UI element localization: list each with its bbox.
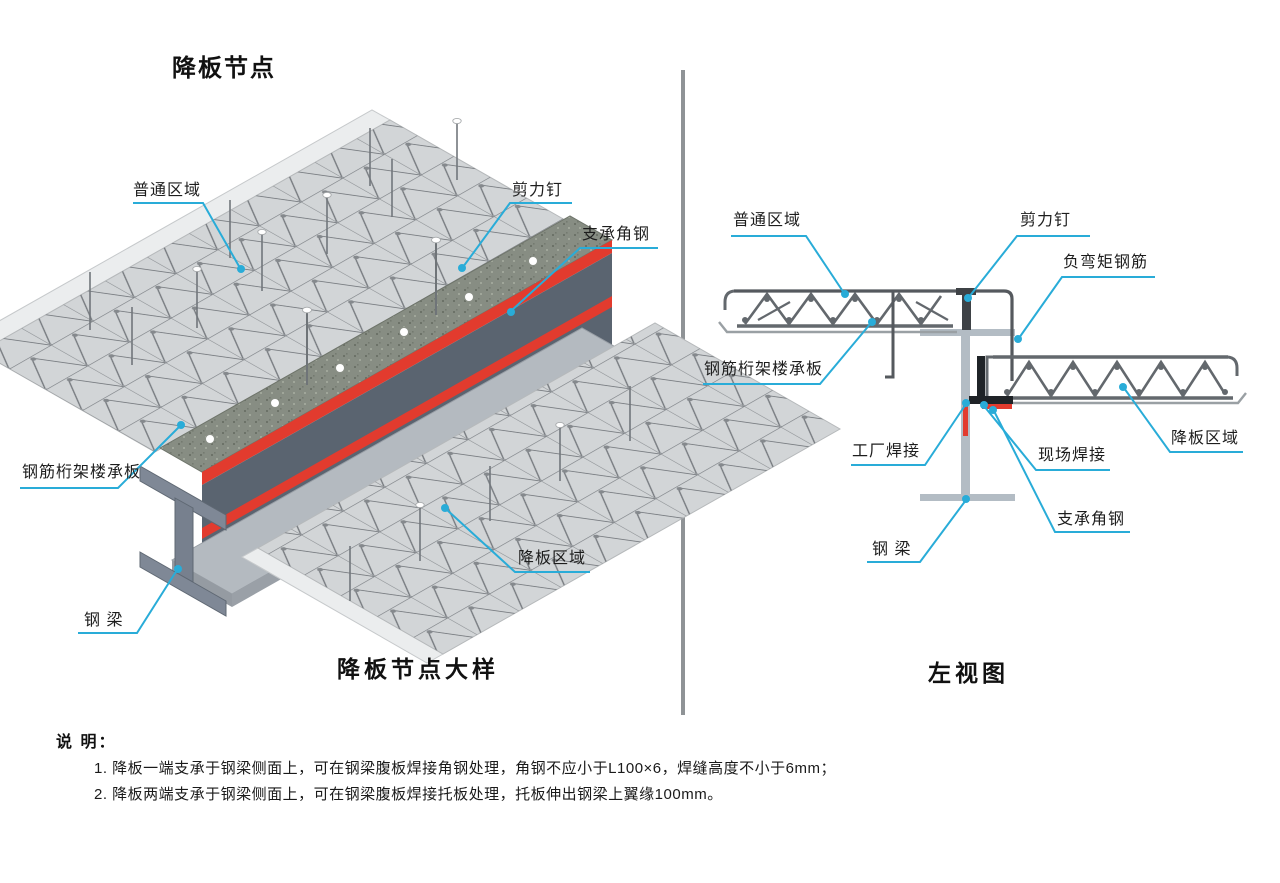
shear-stud — [956, 288, 976, 330]
rebar-posts-dropped — [349, 386, 631, 601]
label-shear-stud-left: 剪力钉 — [512, 182, 564, 199]
label-dropped-area-left: 降板区域 — [518, 550, 587, 567]
left-view-caption: 降板节点大样 — [337, 657, 499, 682]
red-bearing-strip-upper — [202, 240, 612, 485]
label-steel-beam-right: 钢 梁 — [872, 541, 912, 558]
label-steel-beam-left: 钢 梁 — [84, 612, 124, 629]
notes-heading: 说 明： — [56, 734, 117, 751]
leader-lines — [20, 202, 1243, 634]
label-normal-area-right: 普通区域 — [733, 212, 802, 229]
support-angle — [969, 356, 1013, 404]
label-normal-area-left: 普通区域 — [133, 182, 202, 199]
label-truss-deck-right: 钢筋桁架楼承板 — [704, 361, 824, 378]
label-site-weld-right: 现场焊接 — [1038, 447, 1107, 464]
leader-dots — [174, 264, 1127, 573]
red-bearing-strip-lower — [202, 296, 612, 539]
label-shear-stud-right: 剪力钉 — [1020, 212, 1072, 229]
label-dropped-area-right: 降板区域 — [1171, 430, 1240, 447]
upper-truss-deck — [0, 109, 567, 453]
tall-studs — [302, 236, 441, 385]
welds — [963, 404, 1012, 436]
isometric-view — [0, 109, 842, 664]
beam-top-flange — [920, 329, 1015, 336]
site-weld-mark — [982, 404, 1012, 409]
post-caps-dropped — [415, 421, 565, 509]
note-item-2: 2. 降板两端支承于钢梁侧面上，可在钢梁腹板焊接托板处理，托板伸出钢梁上翼缘10… — [94, 786, 723, 803]
page-title: 降板节点 — [172, 55, 276, 82]
label-support-angle-right: 支承角钢 — [1057, 511, 1126, 528]
label-negative-rebar-right: 负弯矩钢筋 — [1063, 254, 1149, 271]
side-view — [718, 288, 1247, 501]
steel-beam-cut-face — [139, 465, 227, 617]
concrete-joint-strip — [158, 215, 614, 473]
label-factory-weld-right: 工厂焊接 — [852, 443, 921, 460]
post-caps — [192, 117, 462, 273]
shear-stud-dots — [205, 256, 538, 444]
label-truss-deck-left: 钢筋桁架楼承板 — [22, 464, 142, 481]
rebar-posts — [89, 122, 458, 365]
factory-weld-mark — [963, 404, 968, 436]
notes-block: 说 明： 1. 降板一端支承于钢梁侧面上，可在钢梁腹板焊接角钢处理，角钢不应小于… — [56, 728, 956, 804]
right-view-caption: 左视图 — [928, 661, 1009, 686]
dropped-truss-deck — [240, 322, 842, 664]
label-support-angle-left: 支承角钢 — [582, 226, 651, 243]
note-item-1: 1. 降板一端支承于钢梁侧面上，可在钢梁腹板焊接角钢处理，角钢不应小于L100×… — [94, 760, 836, 777]
negative-moment-rebar — [734, 289, 1014, 381]
upper-deck-section — [718, 289, 957, 334]
dropped-deck-section — [985, 355, 1247, 405]
